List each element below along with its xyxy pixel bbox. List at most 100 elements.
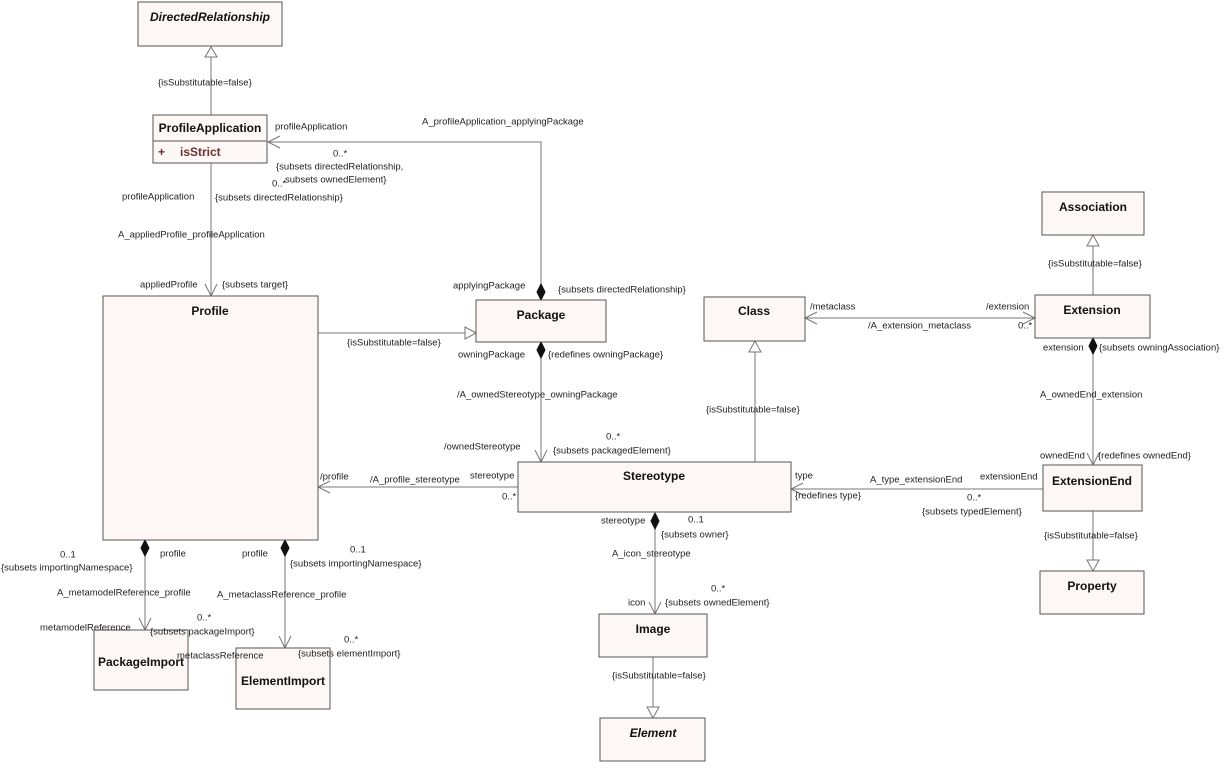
association-name: A_profileApplication_applyingPackage xyxy=(422,117,584,128)
multiplicity-label: 0..1 xyxy=(350,545,366,556)
class-name: Stereotype xyxy=(623,469,685,483)
constraint-label: {subsets typedElement} xyxy=(922,507,1022,518)
class-name: Element xyxy=(630,726,678,740)
composition-diamond-icon xyxy=(140,538,150,558)
constraint-label: {subsets owningAssociation} xyxy=(1099,343,1219,354)
role-label: applyingPackage xyxy=(453,281,525,292)
association-metaclassreference-profile[interactable] xyxy=(278,556,292,650)
class-name: Image xyxy=(636,622,671,636)
class-name: Property xyxy=(1067,579,1117,593)
class-name: DirectedRelationship xyxy=(150,10,270,24)
class-stereotype[interactable]: Stereotype xyxy=(517,461,792,513)
multiplicity-label: 0..1 xyxy=(60,550,76,561)
role-label: metaclassReference xyxy=(177,651,264,662)
constraint-label: {isSubstitutable=false} xyxy=(1048,259,1142,270)
association-name: A_ownedEnd_extension xyxy=(1040,390,1142,401)
association-name: A_type_extensionEnd xyxy=(870,475,962,486)
role-label: ownedEnd xyxy=(1040,451,1085,462)
role-label: icon xyxy=(628,598,645,609)
class-image[interactable]: Image xyxy=(598,613,708,658)
composition-diamond-icon xyxy=(280,538,290,558)
constraint-label: {subsets directedRelationship, xyxy=(276,162,403,173)
constraint-label: {subsets directedRelationship} xyxy=(215,193,343,204)
class-class[interactable]: Class xyxy=(703,296,806,342)
role-label: profile xyxy=(242,549,268,560)
composition-diamond-icon xyxy=(1088,336,1098,356)
attribute-visibility: + xyxy=(158,145,165,159)
class-name: Class xyxy=(738,304,770,318)
association-icon-stereotype[interactable] xyxy=(648,529,662,616)
association-ownedstereotype[interactable] xyxy=(534,358,548,464)
class-name: Extension xyxy=(1063,303,1120,317)
role-label: profile xyxy=(160,549,186,560)
class-package[interactable]: Package xyxy=(475,299,607,343)
role-label: /metaclass xyxy=(810,302,856,313)
connectors xyxy=(138,46,1100,720)
class-name: Association xyxy=(1059,200,1127,214)
role-label: /profile xyxy=(320,472,349,483)
constraint-label: {isSubstitutable=false} xyxy=(1044,531,1138,542)
association-name: /A_extension_metaclass xyxy=(868,321,971,332)
constraint-label: {subsets directedRelationship} xyxy=(558,285,686,296)
multiplicity-label: 0..* xyxy=(333,149,348,160)
generalization-triangle-icon xyxy=(1086,233,1100,247)
constraint-label: {isSubstitutable=false} xyxy=(347,338,441,349)
role-label: /ownedStereotype xyxy=(444,442,521,453)
constraint-label: {subsets elementImport} xyxy=(298,649,400,660)
association-name: A_metaclassReference_profile xyxy=(217,590,346,601)
constraint-label: {isSubstitutable=false} xyxy=(612,671,706,682)
association-name: A_appliedProfile_profileApplication xyxy=(118,230,265,241)
class-packageimport[interactable]: PackageImport xyxy=(93,629,189,691)
role-label: appliedProfile xyxy=(140,280,198,291)
constraint-label: {subsets packagedElement} xyxy=(553,446,671,457)
class-profile[interactable]: Profile xyxy=(102,295,319,541)
class-extension[interactable]: Extension xyxy=(1034,294,1151,339)
class-association[interactable]: Association xyxy=(1041,191,1145,236)
association-profileapplication-applyingpackage[interactable] xyxy=(266,135,542,285)
class-name: Profile xyxy=(191,304,229,318)
class-extensionend[interactable]: ExtensionEnd xyxy=(1042,464,1143,512)
constraint-label: {subsets packageImport} xyxy=(150,627,255,638)
generalization-triangle-icon xyxy=(204,46,218,58)
multiplicity-label: 0..* xyxy=(711,584,726,595)
class-directedrelationship[interactable]: DirectedRelationship xyxy=(137,1,283,47)
composition-diamond-icon xyxy=(536,340,546,360)
constraint-label: {redefines ownedEnd} xyxy=(1098,451,1191,462)
constraint-label: {isSubstitutable=false} xyxy=(706,405,800,416)
constraint-label: {subsets importingNamespace} xyxy=(1,563,133,574)
constraint-label: {redefines type} xyxy=(795,491,861,502)
generalization-triangle-icon xyxy=(464,326,478,340)
constraint-label: subsets ownedElement} xyxy=(285,175,386,186)
class-name: Package xyxy=(517,308,566,322)
connector-labels: {isSubstitutable=false} profileApplicati… xyxy=(1,78,1219,682)
multiplicity-label: 0..* xyxy=(197,613,212,624)
role-label: extensionEnd xyxy=(980,472,1038,483)
association-ownedend-extension[interactable] xyxy=(1086,354,1100,467)
multiplicity-label: 0..* xyxy=(502,492,517,503)
constraint-label: {subsets importingNamespace} xyxy=(290,559,422,570)
constraint-label: {subsets ownedElement} xyxy=(665,598,770,609)
class-element[interactable]: Element xyxy=(599,717,706,762)
multiplicity-label: 0..1 xyxy=(688,515,704,526)
association-name: /A_ownedStereotype_owningPackage xyxy=(457,390,618,401)
class-elementimport[interactable]: ElementImport xyxy=(235,647,331,710)
class-profileapplication[interactable]: ProfileApplication + isStrict xyxy=(152,114,268,164)
role-label: profileApplication xyxy=(275,122,347,133)
role-label: profileApplication xyxy=(122,192,194,203)
constraint-label: {redefines owningPackage} xyxy=(548,350,663,361)
multiplicity-label: 0..* xyxy=(1018,321,1033,332)
generalization-triangle-icon xyxy=(748,339,762,353)
constraint-label: {isSubstitutable=false} xyxy=(158,78,252,89)
class-property[interactable]: Property xyxy=(1039,570,1145,615)
multiplicity-label: 0..* xyxy=(272,179,287,190)
class-name: ProfileApplication xyxy=(159,121,262,135)
class-name: ExtensionEnd xyxy=(1052,474,1132,488)
role-label: owningPackage xyxy=(458,350,525,361)
role-label: /extension xyxy=(986,302,1029,313)
association-name: /A_profile_stereotype xyxy=(370,475,460,486)
class-name: PackageImport xyxy=(98,655,184,669)
generalization-triangle-icon xyxy=(646,706,660,720)
attribute-isstrict[interactable]: isStrict xyxy=(180,145,221,159)
role-label: extension xyxy=(1043,343,1084,354)
